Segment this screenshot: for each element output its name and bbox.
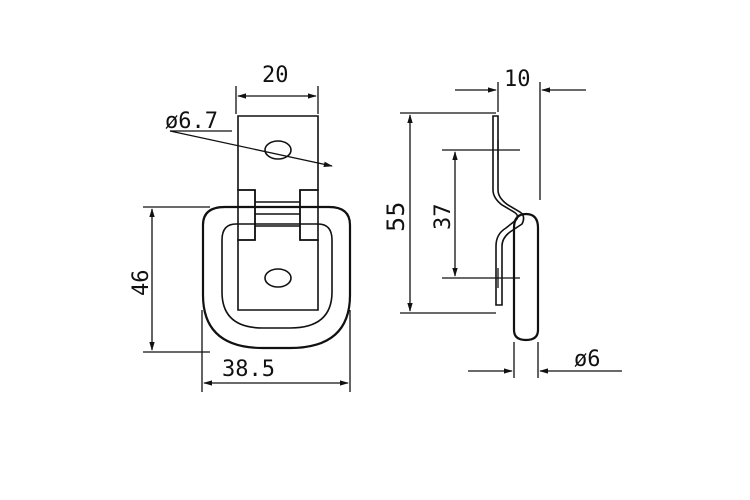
dim-side-depth-label: 10 [504,67,531,92]
dim-hole-diameter: ø6.7 [165,109,333,167]
hinge-strap-left [237,189,256,241]
dim-overall-height: 55 [382,112,496,314]
side-ring-profile [512,212,540,342]
mounting-hole-bottom [264,268,292,288]
dim-top-width-label: 20 [262,63,289,88]
side-plate-profile [492,115,525,306]
dim-hole-spacing-label: 37 [431,204,456,231]
d-ring-outer [201,205,352,350]
bracket-plate [237,115,319,311]
dim-hole-spacing: 37 [431,149,486,279]
dim-ring-diameter: ø6 [468,342,622,378]
dim-side-depth: 10 [455,67,586,200]
dim-ring-width-label: 38.5 [222,357,275,382]
dim-top-width: 20 [235,63,319,114]
hinge-strap-right [299,189,319,241]
dim-overall-height-label: 55 [382,201,410,232]
side-view [486,115,540,342]
dim-hole-diameter-label: ø6.7 [165,109,218,134]
front-view [201,115,352,350]
dim-ring-height: 46 [129,206,210,353]
mounting-hole-top [264,140,292,160]
dim-ring-diameter-label: ø6 [574,347,601,372]
dim-ring-width: 38.5 [201,310,351,392]
d-ring-inner [221,223,333,329]
dim-ring-height-label: 46 [129,270,154,297]
